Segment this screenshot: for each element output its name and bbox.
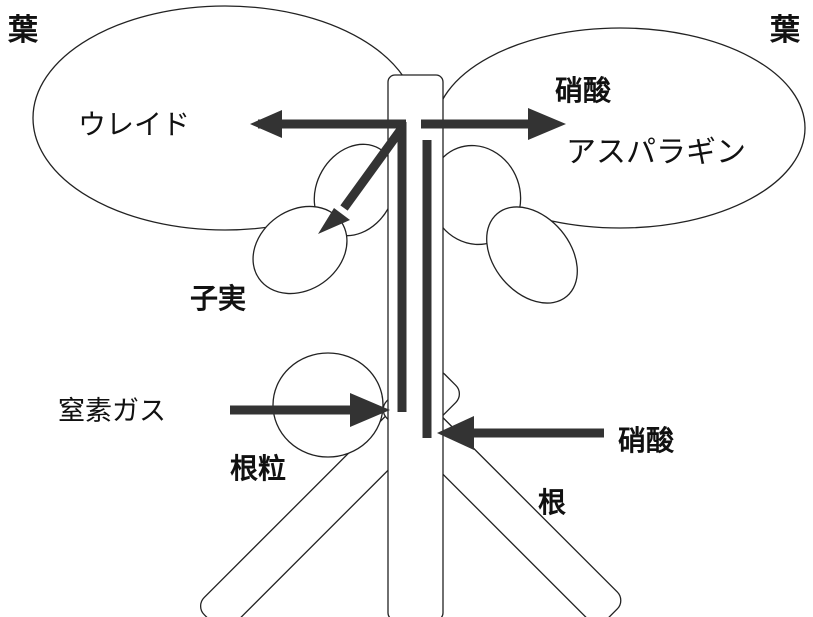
arrow-nitrate-root — [437, 416, 604, 450]
seed-pod-right-lower — [486, 206, 578, 304]
stem — [387, 74, 444, 617]
xylem-flow-right — [421, 108, 566, 438]
label-nodule: 根粒 — [230, 452, 286, 485]
label-leaf-right: 葉 — [769, 13, 801, 48]
label-ureide: ウレイド — [78, 108, 190, 141]
label-leaf-left: 葉 — [7, 13, 39, 48]
label-root: 根 — [538, 486, 566, 519]
xylem-flow-left — [250, 110, 407, 412]
root-nodule — [272, 352, 384, 458]
label-asparagine: アスパラギン — [566, 135, 746, 170]
label-seed: 子実 — [190, 282, 246, 315]
label-nitrate-top: 硝酸 — [555, 74, 612, 107]
arrow-to-seed — [318, 125, 406, 234]
arrow-nitrogen-gas — [230, 393, 390, 427]
label-nitrogen-gas: 窒素ガス — [58, 396, 166, 427]
label-nitrate-bottom: 硝酸 — [618, 424, 675, 457]
